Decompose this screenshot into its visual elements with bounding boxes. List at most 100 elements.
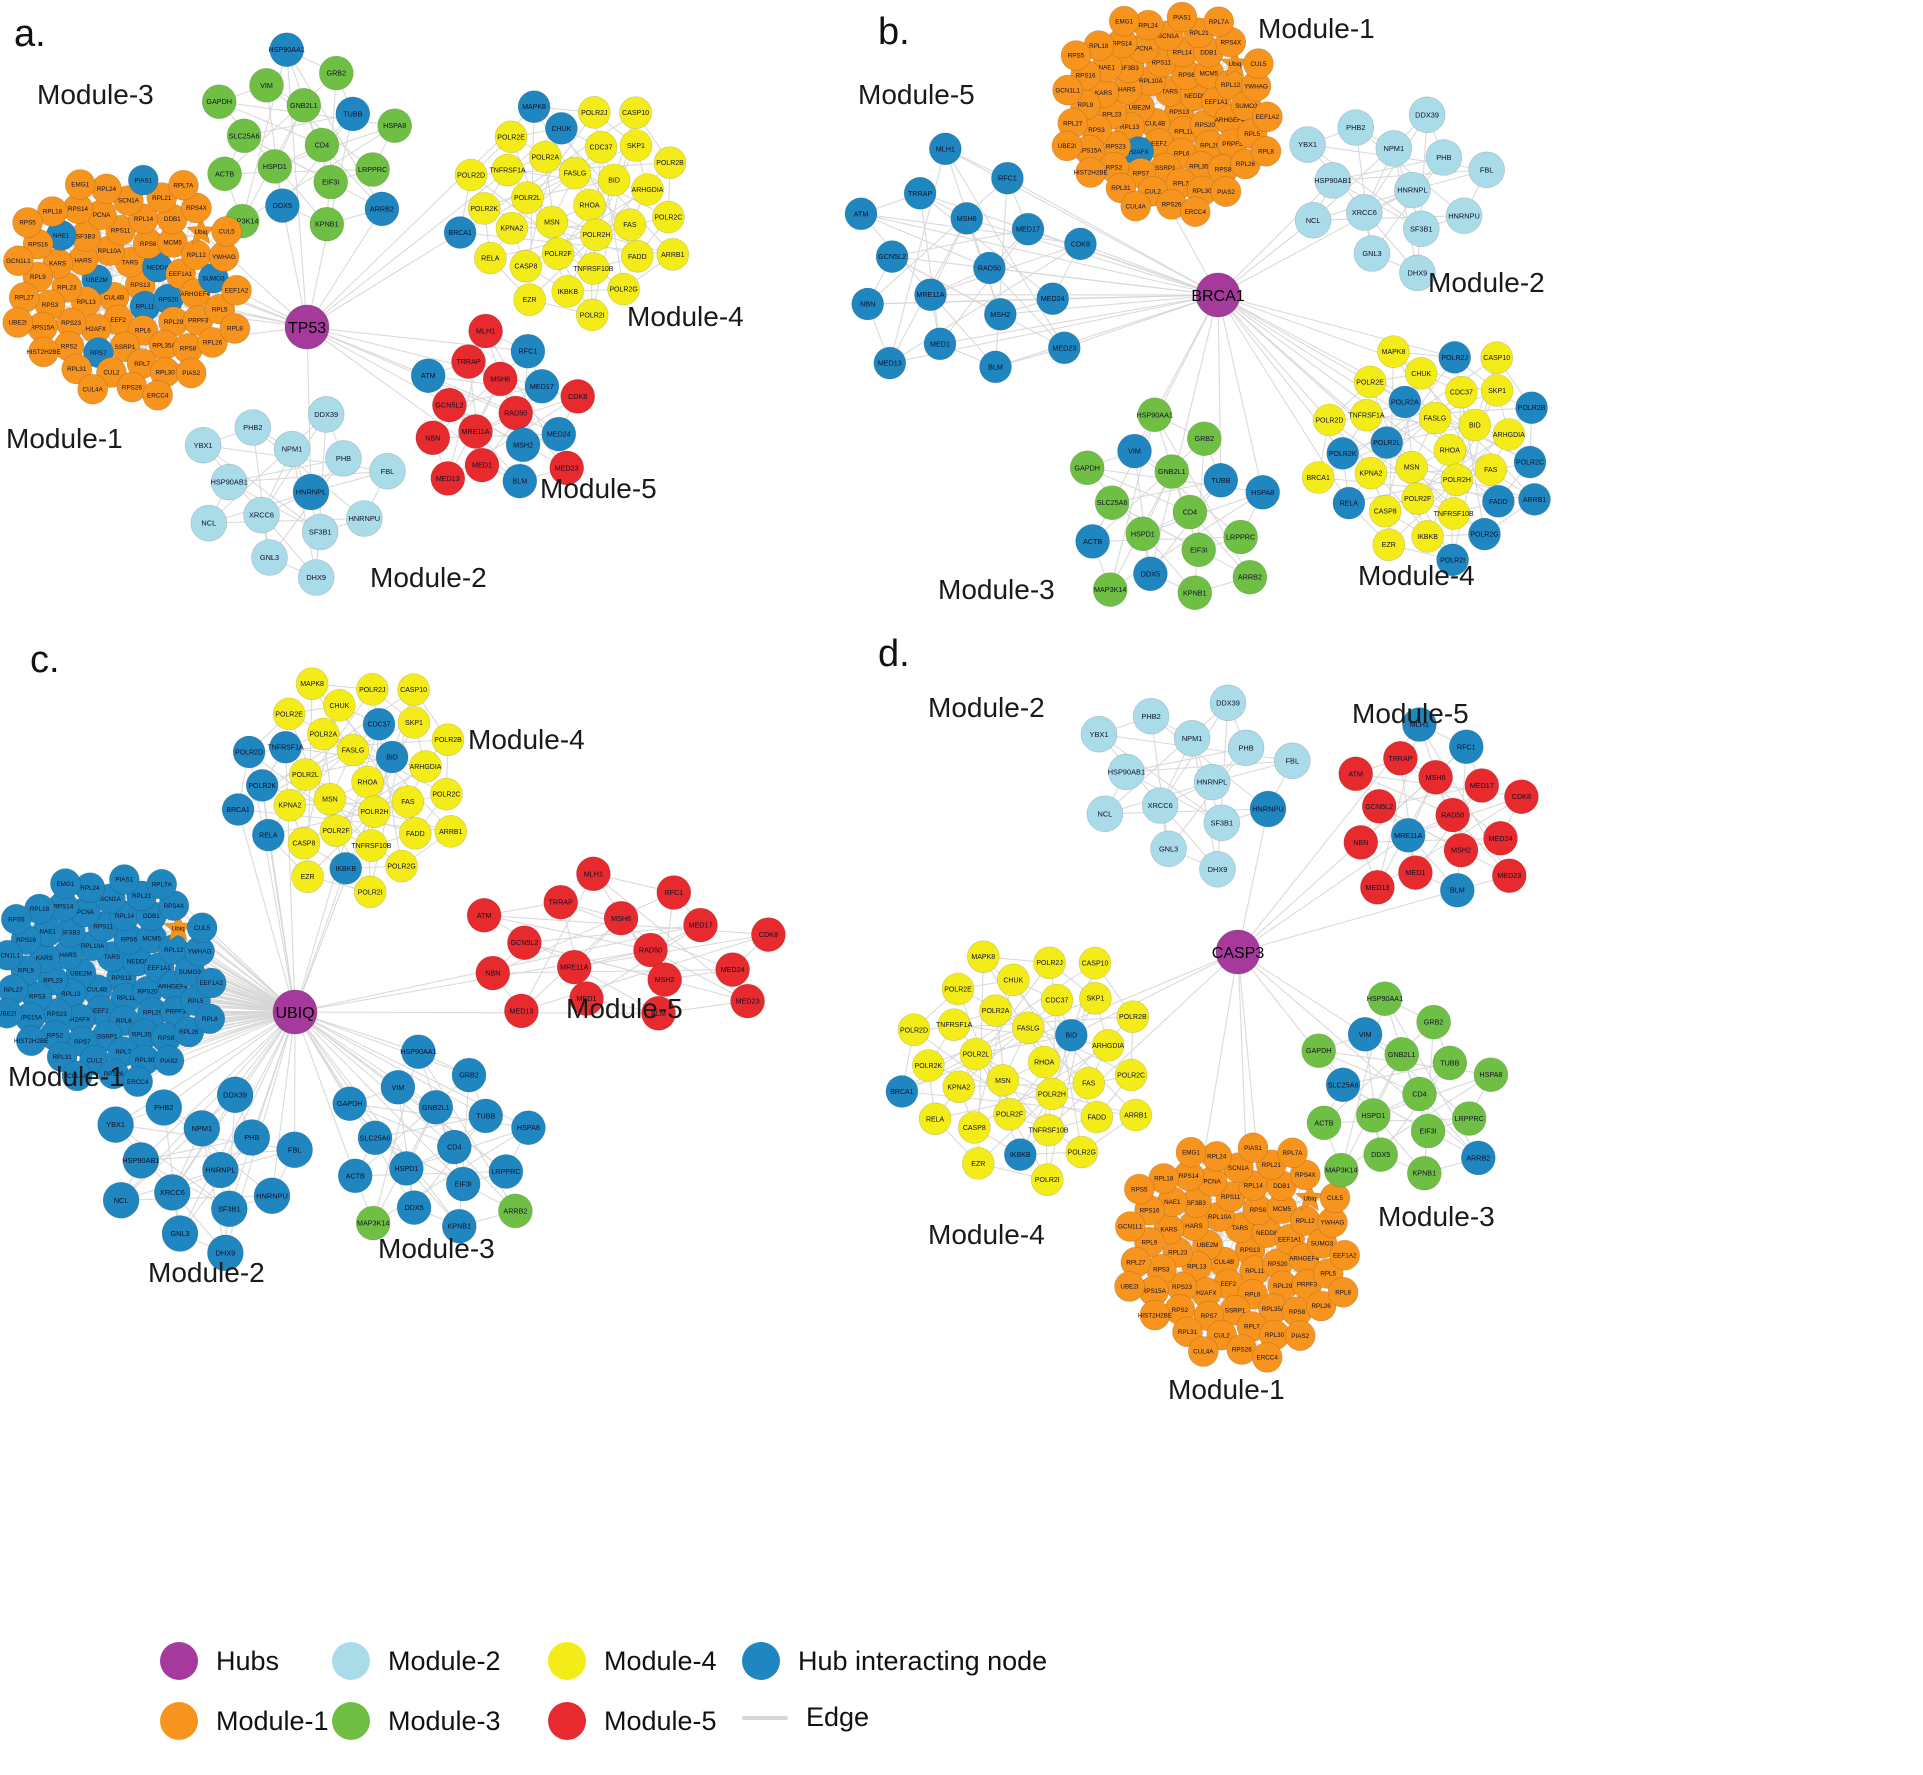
- gene-label: POLR2A: [309, 731, 337, 738]
- gene-label: RPS20: [158, 296, 178, 303]
- gene-label: MED17: [530, 382, 554, 391]
- gene-label: CHUK: [1411, 371, 1431, 378]
- gene-label: RAD50: [639, 946, 662, 955]
- gene-label: CUL5: [194, 925, 211, 932]
- gene-label: SLC25A6: [229, 131, 260, 140]
- gene-node: [253, 1177, 291, 1214]
- gene-label: HSPD1: [1361, 1111, 1385, 1120]
- gene-label: RPS7: [74, 1039, 91, 1046]
- gene-node: [1404, 357, 1438, 390]
- gene-label: POLR2B: [434, 737, 462, 744]
- gene-node: [2, 307, 34, 338]
- gene-node: [12, 207, 43, 238]
- gene-label: GCN1L1: [1055, 87, 1080, 94]
- gene-label: RHOA: [1034, 1060, 1055, 1067]
- gene-label: DDB1: [164, 216, 181, 223]
- gene-label: POLR2B: [1518, 405, 1546, 412]
- gene-node: [1367, 981, 1403, 1017]
- gene-label: EMG1: [71, 182, 89, 189]
- gene-label: POLR2B: [1119, 1014, 1147, 1021]
- gene-label: RPL7A: [152, 882, 173, 889]
- gene-label: POLR2J: [1441, 355, 1467, 362]
- gene-label: BRCA1: [226, 807, 249, 814]
- gene-label: RPL24: [80, 885, 100, 892]
- gene-label: RPS5: [1131, 1186, 1148, 1193]
- gene-label: MED17: [689, 921, 713, 930]
- gene-label: POLR2I: [580, 312, 605, 319]
- gene-label: MCM5: [142, 935, 161, 942]
- gene-node: [875, 240, 909, 273]
- gene-label: RPS14: [1112, 40, 1132, 47]
- gene-node: [1199, 850, 1236, 888]
- gene-label: NEDD8: [1184, 93, 1206, 100]
- gene-label: RPS2: [1172, 1307, 1189, 1314]
- gene-label: RPL6: [116, 1018, 132, 1025]
- gene-node: [161, 1215, 199, 1252]
- gene-node: [1115, 1211, 1146, 1242]
- gene-label: RPL7: [1173, 180, 1189, 187]
- gene-node: [1237, 1132, 1269, 1164]
- gene-label: POLR2C: [654, 215, 682, 222]
- gene-label: SUMO3: [202, 275, 225, 282]
- gene-node: [1337, 109, 1375, 146]
- gene-label: TRRAP: [1388, 754, 1413, 763]
- gene-node: [1445, 375, 1478, 409]
- gene-label: RPL18: [30, 906, 50, 913]
- gene-label: RPL7: [134, 361, 150, 368]
- gene-node: [715, 952, 750, 987]
- gene-node: [289, 758, 322, 791]
- gene-label: FASLG: [342, 748, 365, 755]
- gene-node: [1327, 1277, 1359, 1308]
- gene-label: FBL: [288, 1145, 302, 1154]
- gene-label: KARS: [49, 261, 66, 268]
- gene-label: ATM: [1348, 769, 1363, 778]
- gene-label: EMG1: [1182, 1149, 1200, 1156]
- gene-label: TUBB: [1211, 476, 1230, 485]
- gene-label: MED23: [1497, 871, 1521, 880]
- gene-node: [1072, 1066, 1105, 1100]
- gene-label: BID: [1065, 1033, 1077, 1040]
- gene-label: FASLG: [1017, 1025, 1040, 1032]
- gene-node: [912, 1049, 945, 1082]
- gene-label: GNB2L1: [1158, 467, 1186, 476]
- gene-label: CASP8: [1374, 509, 1397, 516]
- gene-node: [1124, 1173, 1155, 1205]
- gene-label: MED1: [930, 339, 950, 348]
- gene-label: HNRNPU: [256, 1191, 288, 1200]
- module-label: Module-3: [378, 1233, 495, 1264]
- gene-label: SSRP1: [1155, 165, 1176, 172]
- gene-label: DDX39: [223, 1090, 247, 1099]
- gene-node: [923, 327, 957, 361]
- gene-node: [1173, 719, 1211, 757]
- gene-label: MED1: [577, 994, 597, 1003]
- gene-label: Ubiq: [195, 229, 208, 236]
- gene-label: UBE2M: [1129, 104, 1151, 111]
- gene-label: RPL31: [1111, 185, 1131, 192]
- gene-node: [524, 368, 560, 404]
- gene-label: NPM1: [1182, 734, 1203, 743]
- gene-label: SSRP1: [97, 1033, 118, 1040]
- gene-node: [1388, 385, 1422, 419]
- gene-label: RPL26: [1311, 1303, 1331, 1310]
- gene-label: TARS: [122, 259, 138, 266]
- gene-node: [142, 379, 173, 411]
- gene-node: [355, 152, 390, 187]
- gene-label: POLR2C: [1516, 460, 1544, 467]
- gene-label: HARS: [59, 952, 77, 959]
- gene-label: HSP90AA1: [400, 1047, 436, 1056]
- gene-label: EEF1A1: [147, 965, 171, 972]
- gene-label: ARRB2: [370, 204, 394, 213]
- gene-label: POLR2K: [248, 783, 276, 790]
- gene-label: SCN1A: [1158, 33, 1180, 40]
- gene-label: ATM: [421, 371, 436, 380]
- gene-label: RPS13: [1169, 109, 1189, 116]
- gene-node: [1075, 524, 1110, 559]
- gene-label: RPS23: [47, 1011, 67, 1018]
- gene-label: KARS: [36, 955, 53, 962]
- gene-label: PHB: [1436, 153, 1451, 162]
- gene-label: XRCC6: [160, 1188, 185, 1197]
- gene-label: RPL8: [227, 326, 243, 333]
- gene-label: NBN: [425, 433, 440, 442]
- gene-node: [418, 1090, 454, 1125]
- gene-node: [1203, 804, 1241, 842]
